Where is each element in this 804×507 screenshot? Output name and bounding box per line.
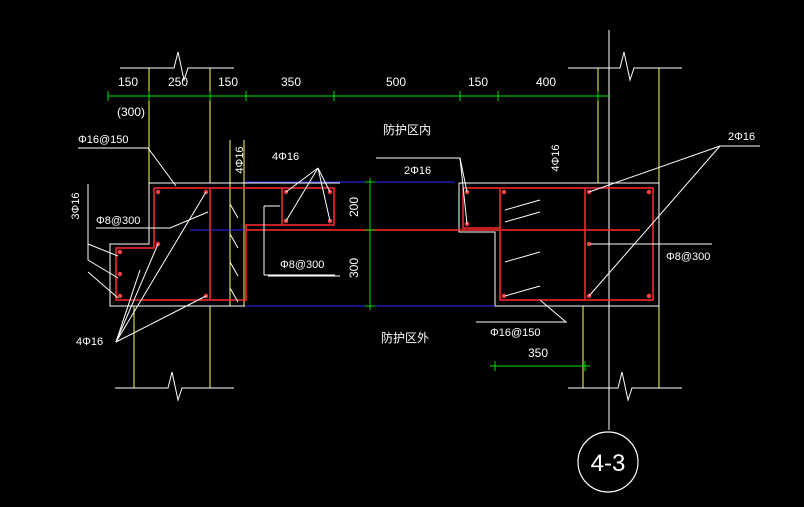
rebar-dot <box>117 249 123 255</box>
leader-4bars-mid-a <box>285 167 319 193</box>
dim-400: 400 <box>536 75 556 89</box>
label-bars-vertical-left: 4Φ16 <box>234 146 246 173</box>
axis-lines <box>133 68 660 388</box>
break-line-bottom-right <box>568 371 682 402</box>
break-line-top-right <box>568 51 682 82</box>
leader-lines <box>78 145 760 428</box>
label-bars-vertical-right: 4Φ16 <box>550 144 562 171</box>
blue-lines <box>190 181 640 307</box>
rebar-dot <box>117 293 123 299</box>
leader-2bars-right-b <box>459 157 468 225</box>
zone-outside-label: 防护区外 <box>381 330 429 345</box>
rebar-dot <box>117 271 123 277</box>
leader-4bars-mid-b <box>317 167 331 193</box>
rebar-dot <box>501 189 507 195</box>
leader-stirrup-tl <box>78 147 177 187</box>
dimension-texts: 150 250 150 350 500 150 400 (300) 200 30… <box>117 75 556 360</box>
section-tag-text: 4-3 <box>591 450 626 477</box>
dimension-lines <box>107 91 610 371</box>
leader-4bars-d <box>115 295 207 343</box>
label-bars-far-right: 2Φ16 <box>728 131 755 143</box>
hatch <box>229 203 239 219</box>
dim-200: 200 <box>347 197 361 217</box>
dim-350: 350 <box>281 75 301 89</box>
annotation-labels: Φ16@150 3Φ16 Φ8@300 4Φ16 4Φ16 4Φ16 Φ8@30… <box>70 131 755 348</box>
leader-3bars <box>87 184 119 279</box>
rebar-right-outer <box>462 187 654 301</box>
rebar-dot <box>646 189 652 195</box>
label-stirrup-mid: Φ8@300 <box>280 259 324 271</box>
leader-far-right-b <box>588 145 721 297</box>
section-tag-circle <box>577 431 639 493</box>
dim-250: 250 <box>168 75 188 89</box>
dim-350-bottom: 350 <box>528 346 548 360</box>
dim-500: 500 <box>386 75 406 89</box>
label-stirrup-br: Φ16@150 <box>490 327 541 339</box>
label-bars-top-mid: 4Φ16 <box>272 151 299 163</box>
label-stirrup-left: Φ8@300 <box>96 215 140 227</box>
label-bars-left-corner: 4Φ16 <box>76 336 103 348</box>
leader-3bars-c <box>87 271 119 299</box>
dim-150-c: 150 <box>468 75 488 89</box>
dim-150-a: 150 <box>118 75 138 89</box>
dim-300-alt: (300) <box>117 105 145 119</box>
leader-stirrup-br <box>476 299 568 323</box>
zone-inside-label: 防护区内 <box>383 122 431 137</box>
break-line-top-left <box>120 51 234 82</box>
label-stirrup-right: Φ8@300 <box>666 251 710 263</box>
rebar-dot <box>501 293 507 299</box>
wall-outline-left <box>109 183 340 307</box>
hatch <box>229 261 239 277</box>
hatch <box>229 287 239 303</box>
leader-4bars-a <box>115 191 207 343</box>
leader-4bars-b <box>115 243 159 343</box>
leader-4bars-mid-d <box>317 167 331 222</box>
hatch <box>229 233 239 249</box>
dim-150-b: 150 <box>218 75 238 89</box>
wall-outline <box>109 182 660 307</box>
section-tag: 4-3 <box>577 431 639 493</box>
stirrup-hatching <box>229 199 541 303</box>
leader-stirrup-left <box>96 211 209 229</box>
rebar-dot <box>586 241 592 247</box>
rebar-dot <box>155 189 161 195</box>
leader-far-right <box>588 145 760 193</box>
rebar-left-outer <box>115 187 335 301</box>
leader-4bars-mid-c <box>285 167 319 222</box>
hatch <box>504 211 541 223</box>
label-stirrup-tl: Φ16@150 <box>78 134 129 146</box>
leader-4bars-c <box>115 269 141 343</box>
label-bars-left-side: 3Φ16 <box>70 192 82 219</box>
hatch <box>504 285 541 297</box>
label-bars-right-top: 2Φ16 <box>404 165 431 177</box>
hatch <box>504 251 541 263</box>
rebar-dot <box>646 293 652 299</box>
dim-300: 300 <box>347 258 361 278</box>
leader-3bars-b <box>87 243 119 257</box>
rebar <box>115 187 654 301</box>
hatch <box>504 199 541 211</box>
break-line-bottom-left <box>115 371 234 402</box>
